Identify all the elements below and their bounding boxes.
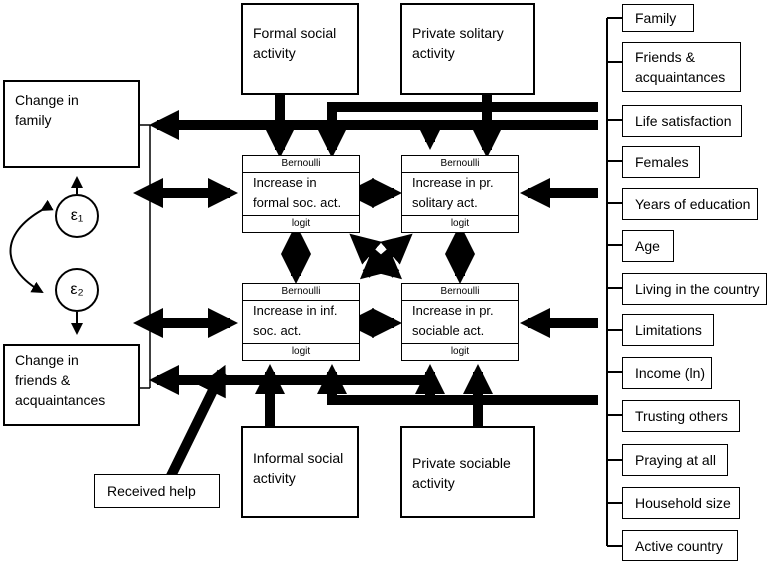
covariate-friends-acquaintances: Friends & acquaintances <box>622 42 741 92</box>
covariate-label: Friends & acquaintances <box>635 49 726 85</box>
model-solitary: Bernoulli Increase in pr. solitary act. … <box>401 155 519 233</box>
informal-social-activity-label: Informal social activity <box>253 450 344 486</box>
model-solitary-distribution: Bernoulli <box>440 158 480 169</box>
arrow-cross-2 <box>359 233 413 280</box>
error-term-e2: ε₂ <box>55 268 99 312</box>
covariate-age: Age <box>622 230 674 262</box>
covariate-years-of-education: Years of education <box>622 188 758 220</box>
formal-social-activity-box: Formal social activity <box>241 3 359 95</box>
covariate-income: Income (ln) <box>622 357 712 389</box>
covariate-label: Family <box>635 10 677 26</box>
error-term-e1: ε₁ <box>55 194 99 238</box>
informal-social-activity-box: Informal social activity <box>241 426 359 518</box>
covariate-family: Family <box>622 4 694 32</box>
change-in-friends-box: Change in friends & acquaintances <box>3 344 140 426</box>
formal-social-activity-label: Formal social activity <box>253 25 337 61</box>
model-informal-link: logit <box>291 346 311 357</box>
covariate-label: Income (ln) <box>635 365 706 381</box>
change-in-friends-label: Change in friends & acquaintances <box>15 352 106 408</box>
model-sociable-link: logit <box>450 346 470 357</box>
covariate-label: Praying at all <box>635 452 716 468</box>
model-sociable: Bernoulli Increase in pr. sociable act. … <box>401 283 519 361</box>
outcome-bracket <box>140 124 151 389</box>
covariate-label: Years of education <box>635 196 751 212</box>
change-in-family-label: Change in family <box>15 92 79 128</box>
arrow-help-to-informal-model <box>163 364 227 485</box>
arrow-covariates-to-bottom-models <box>317 364 598 405</box>
covariate-label: Trusting others <box>635 408 728 424</box>
model-solitary-label: Increase in pr. solitary act. <box>402 172 518 216</box>
model-formal: Bernoulli Increase in formal soc. act. l… <box>242 155 360 233</box>
covariate-active-country: Active country <box>622 530 738 561</box>
model-informal-label: Increase in inf. soc. act. <box>243 300 359 344</box>
model-informal-distribution: Bernoulli <box>281 286 321 297</box>
change-in-family-box: Change in family <box>3 80 140 168</box>
received-help-box: Received help <box>94 474 220 508</box>
arrow-covariates-to-top-models <box>317 102 598 158</box>
error-covariance-arrow <box>9 199 54 293</box>
covariate-label: Active country <box>635 538 723 554</box>
model-formal-label: Increase in formal soc. act. <box>243 172 359 216</box>
private-sociable-activity-box: Private sociable activity <box>400 426 535 518</box>
covariate-label: Females <box>635 154 689 170</box>
private-sociable-activity-label: Private sociable activity <box>412 455 511 491</box>
covariate-label: Limitations <box>635 322 702 338</box>
model-sociable-label: Increase in pr. sociable act. <box>402 300 518 344</box>
covariate-bracket <box>606 17 622 547</box>
model-informal: Bernoulli Increase in inf. soc. act. log… <box>242 283 360 361</box>
private-solitary-activity-box: Private solitary activity <box>400 3 535 95</box>
covariate-label: Household size <box>635 495 731 511</box>
covariate-females: Females <box>622 146 700 178</box>
covariate-life-satisfaction: Life satisfaction <box>622 105 742 137</box>
covariate-label: Living in the country <box>635 281 760 297</box>
model-sociable-distribution: Bernoulli <box>440 286 480 297</box>
covariate-trusting-others: Trusting others <box>622 400 740 432</box>
path-arrows <box>133 95 598 485</box>
covariate-label: Age <box>635 238 660 254</box>
covariate-household-size: Household size <box>622 487 740 519</box>
model-solitary-link: logit <box>450 218 470 229</box>
private-solitary-activity-label: Private solitary activity <box>412 25 504 61</box>
model-formal-distribution: Bernoulli <box>281 158 321 169</box>
received-help-label: Received help <box>107 483 196 499</box>
covariate-praying-at-all: Praying at all <box>622 444 728 476</box>
covariate-limitations: Limitations <box>622 314 714 346</box>
covariate-label: Life satisfaction <box>635 113 732 129</box>
error-arrows <box>9 176 83 335</box>
covariate-living-in-the-country: Living in the country <box>622 273 767 305</box>
arrow-covariates-to-family <box>415 119 598 150</box>
model-formal-link: logit <box>291 218 311 229</box>
